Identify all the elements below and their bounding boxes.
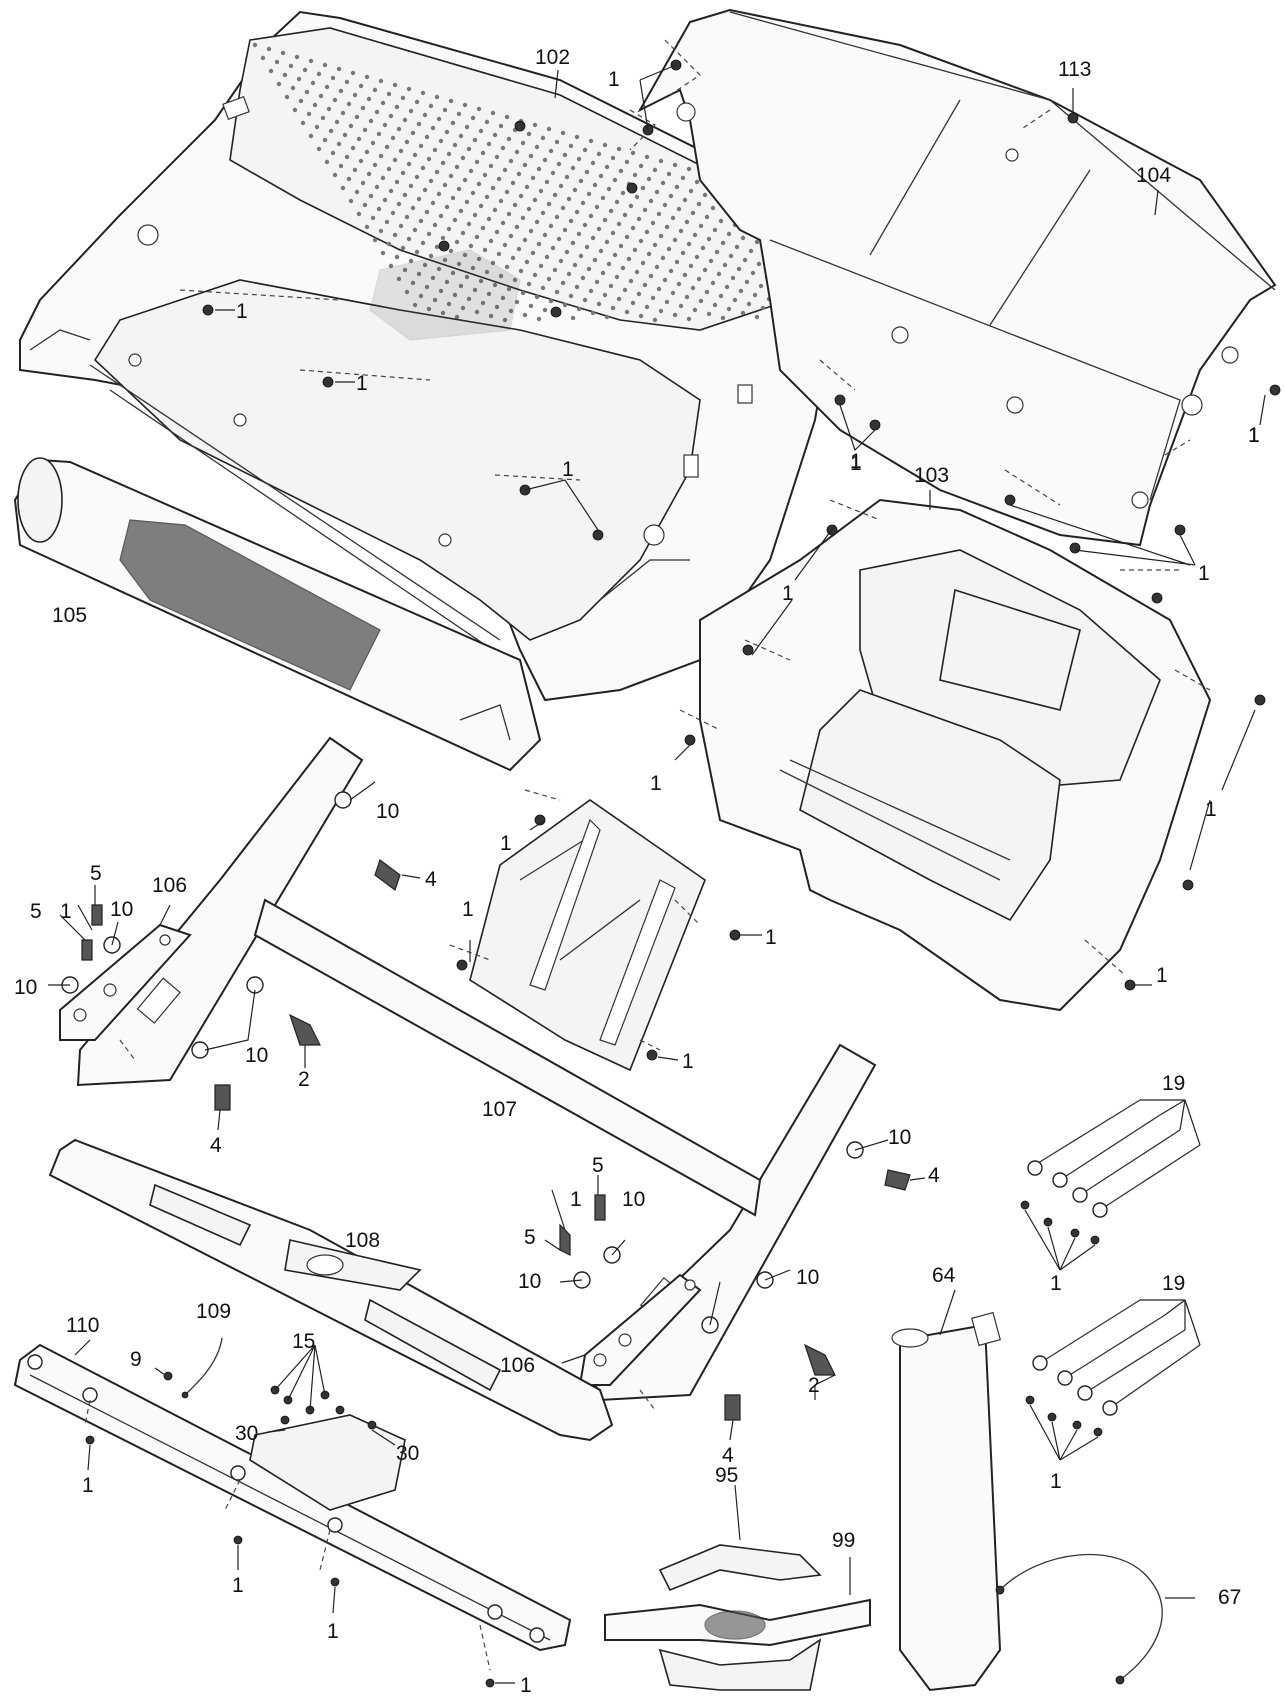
callout-5-c: 5 bbox=[592, 1154, 604, 1177]
part-104-console-top bbox=[637, 8, 1277, 547]
callout-9: 9 bbox=[130, 1348, 142, 1371]
callout-1-g: 1 bbox=[1198, 562, 1210, 585]
part-103-console-frame bbox=[699, 498, 1212, 1012]
callout-10-g: 10 bbox=[518, 1270, 541, 1293]
callout-1-k: 1 bbox=[500, 832, 512, 855]
callout-10-c: 10 bbox=[14, 976, 37, 999]
callout-1-p: 1 bbox=[60, 900, 72, 923]
callout-labels: 102 113 104 103 105 106 106 107 108 109 … bbox=[14, 46, 1260, 1697]
leader-lines bbox=[48, 64, 1266, 1684]
callout-30-left: 30 bbox=[235, 1422, 258, 1445]
callout-19-lower: 19 bbox=[1162, 1272, 1185, 1295]
callout-10-a: 10 bbox=[376, 800, 399, 823]
callout-1-d: 1 bbox=[562, 458, 574, 481]
callout-1-v: 1 bbox=[327, 1620, 339, 1643]
callout-2-right: 2 bbox=[808, 1374, 820, 1397]
left-upright bbox=[76, 736, 364, 1087]
callout-103: 103 bbox=[914, 464, 949, 487]
perforation-grid bbox=[252, 42, 792, 323]
callout-5-d: 5 bbox=[524, 1226, 536, 1249]
callout-10-f: 10 bbox=[622, 1188, 645, 1211]
callout-1-a: 1 bbox=[608, 68, 620, 91]
callout-1-q: 1 bbox=[570, 1188, 582, 1211]
callout-1-r: 1 bbox=[1050, 1272, 1062, 1295]
callout-2-left: 2 bbox=[298, 1068, 310, 1091]
callout-1-h: 1 bbox=[782, 582, 794, 605]
part-64-sleeve bbox=[891, 1311, 1002, 1692]
callout-10-h: 10 bbox=[796, 1266, 819, 1289]
callout-1-n: 1 bbox=[682, 1050, 694, 1073]
callout-1-x: 1 bbox=[850, 452, 862, 475]
callout-10-b: 10 bbox=[110, 898, 133, 921]
callout-1-j: 1 bbox=[1205, 798, 1217, 821]
callout-1-t: 1 bbox=[82, 1474, 94, 1497]
callout-105: 105 bbox=[52, 604, 87, 627]
part-109-wire bbox=[181, 1337, 223, 1399]
callout-106-left: 106 bbox=[152, 874, 187, 897]
callout-4-upper-left: 4 bbox=[425, 868, 437, 891]
callout-1-c: 1 bbox=[356, 372, 368, 395]
callout-30-right: 30 bbox=[396, 1442, 419, 1465]
part-95-chest-strap bbox=[658, 1544, 822, 1691]
callout-104: 104 bbox=[1136, 164, 1171, 187]
part-107-crossbar bbox=[253, 799, 762, 1217]
callout-99: 99 bbox=[832, 1529, 855, 1552]
callout-1-o: 1 bbox=[1156, 964, 1168, 987]
callout-15: 15 bbox=[292, 1330, 315, 1353]
callout-106-right: 106 bbox=[500, 1354, 535, 1377]
callout-4-lower-right: 4 bbox=[722, 1444, 734, 1467]
callout-4-lower-left: 4 bbox=[210, 1134, 222, 1157]
fasteners bbox=[61, 59, 1281, 1688]
callout-5-b: 5 bbox=[30, 900, 42, 923]
callout-102: 102 bbox=[535, 46, 570, 69]
callout-1-w: 1 bbox=[520, 1674, 532, 1697]
callout-1-s: 1 bbox=[1050, 1470, 1062, 1493]
callout-1-y: 1 bbox=[1248, 424, 1260, 447]
callout-95: 95 bbox=[715, 1464, 738, 1487]
callout-1-b: 1 bbox=[236, 300, 248, 323]
part-99-transmitter bbox=[604, 1598, 871, 1647]
callout-1-f: 1 bbox=[1248, 424, 1260, 447]
callout-109: 109 bbox=[196, 1300, 231, 1323]
callout-67: 67 bbox=[1218, 1586, 1241, 1609]
part-110-rail bbox=[13, 1343, 572, 1652]
callout-110: 110 bbox=[66, 1314, 99, 1337]
part-106-bracket-left bbox=[59, 923, 192, 1041]
callout-113: 113 bbox=[1058, 58, 1091, 81]
callout-4-upper-right: 4 bbox=[928, 1164, 940, 1187]
callout-10-e: 10 bbox=[888, 1126, 911, 1149]
callout-1-e: 1 bbox=[850, 450, 862, 473]
part-105-roller-cover bbox=[13, 457, 542, 772]
part-108-base-cover bbox=[48, 1138, 614, 1442]
callout-19-upper: 19 bbox=[1162, 1072, 1185, 1095]
callout-1-u: 1 bbox=[232, 1574, 244, 1597]
callout-64: 64 bbox=[932, 1264, 956, 1287]
callout-108: 108 bbox=[345, 1229, 380, 1252]
callout-5-a: 5 bbox=[90, 862, 102, 885]
part-67-cable bbox=[995, 1553, 1163, 1685]
callout-1-m: 1 bbox=[765, 926, 777, 949]
callout-1-i: 1 bbox=[650, 772, 662, 795]
part-102-console-base bbox=[19, 10, 832, 702]
callout-10-d: 10 bbox=[245, 1044, 268, 1067]
part-19-rod-set-upper bbox=[1027, 1099, 1201, 1218]
callout-107: 107 bbox=[482, 1098, 517, 1121]
callout-1-l: 1 bbox=[462, 898, 474, 921]
part-19-rod-set-lower bbox=[1032, 1299, 1201, 1416]
